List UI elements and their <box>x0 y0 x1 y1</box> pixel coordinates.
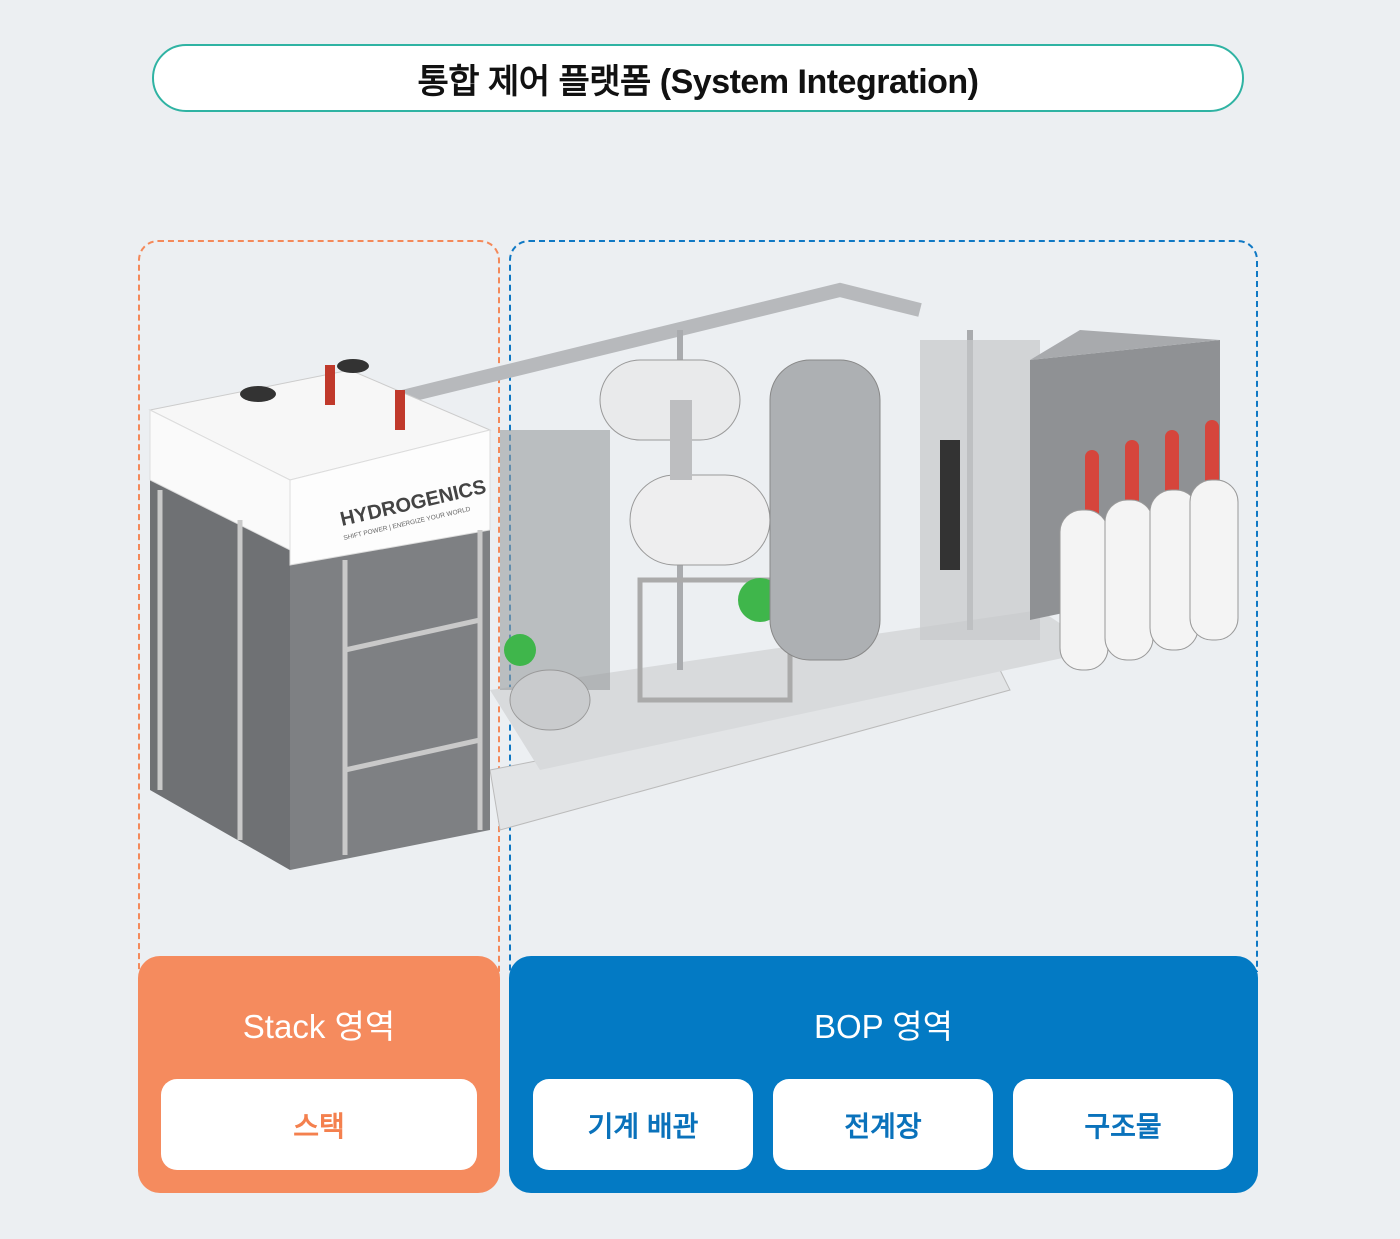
stack-area-panel: Stack 영역 스택 <box>138 956 500 1193</box>
page-title: 통합 제어 플랫폼 (System Integration) <box>152 44 1244 112</box>
stack-area-title: Stack 영역 <box>242 1008 396 1045</box>
bop-item-electrical-instrumentation: 전계장 <box>773 1079 993 1170</box>
bop-area-panel: BOP 영역 기계 배관 전계장 구조물 <box>509 956 1258 1193</box>
stack-item: 스택 <box>161 1079 477 1170</box>
bop-area-title: BOP 영역 <box>814 1008 953 1045</box>
stack-area-outline <box>138 240 500 972</box>
bop-item-structure: 구조물 <box>1013 1079 1233 1170</box>
bop-item-mechanical-piping: 기계 배관 <box>533 1079 753 1170</box>
fuel-cell-system-illustration: HYDROGENICS SHIFT POWER | ENERGIZE YOUR … <box>148 282 1239 870</box>
